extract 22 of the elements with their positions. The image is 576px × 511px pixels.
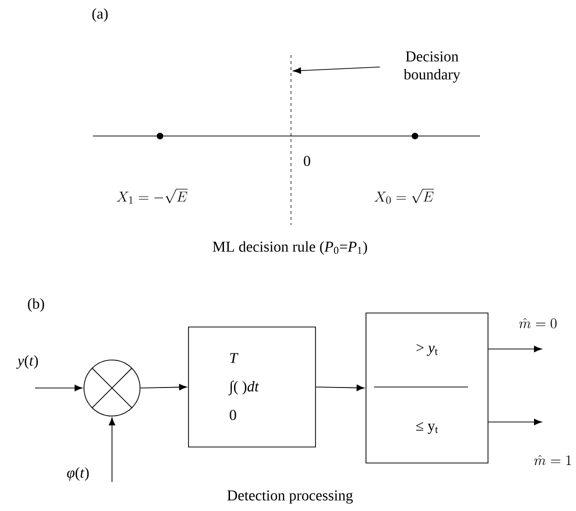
point-label: $X_0 = \sqrt{E}$ bbox=[374, 188, 434, 204]
arrow bbox=[140, 384, 187, 390]
edge-label: $\hat{m} = 1$ bbox=[532, 454, 574, 466]
point-label: $X_1 = -\sqrt{E}$ bbox=[116, 188, 188, 204]
edge-label: φ(t) bbox=[66, 466, 90, 482]
axis-tick-label: 0 bbox=[304, 156, 310, 166]
integrator-box: T ∫( )dt 0 bbox=[188, 326, 316, 448]
edge-label: y(t) bbox=[16, 354, 40, 370]
arrow bbox=[108, 418, 116, 482]
arrow bbox=[488, 346, 542, 352]
edge-label: $\hat{m} = 0$ bbox=[518, 317, 558, 329]
arrow bbox=[316, 384, 364, 391]
panel-label: (b) bbox=[28, 298, 44, 312]
leader-line bbox=[293, 66, 380, 74]
arrow bbox=[34, 384, 82, 392]
callout-text: Decision boundary bbox=[404, 51, 460, 83]
caption: Detection processing bbox=[227, 490, 353, 504]
multiplier-circle bbox=[84, 360, 140, 416]
comparator-box: > y$_{t}$ ≤ y$_{t}$ bbox=[366, 312, 488, 464]
arrow bbox=[488, 418, 542, 426]
panel-label: (a) bbox=[92, 8, 108, 22]
caption: ML decision rule (P$_{0}$=P$_{1}$) bbox=[212, 241, 367, 255]
